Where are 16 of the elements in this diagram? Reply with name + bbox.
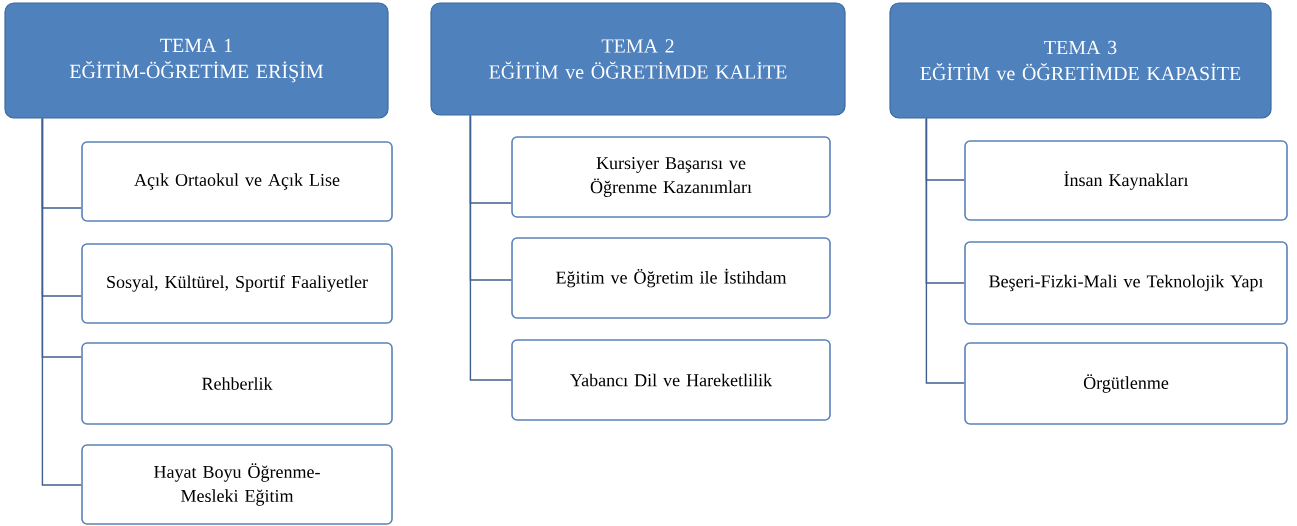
topic-box: Sosyal, Kültürel, Sportif Faaliyetler bbox=[81, 243, 393, 324]
topic-box: Yabancı Dil ve Hareketlilik bbox=[511, 339, 831, 421]
connector-line bbox=[41, 117, 82, 486]
theme-box: TEMA 1 EĞİTİM-ÖĞRETİME ERİŞİM bbox=[4, 2, 389, 119]
theme-box: TEMA 3 EĞİTİM ve ÖĞRETİMDE KAPASİTE bbox=[889, 2, 1272, 119]
topic-box: Rehberlik bbox=[81, 342, 393, 425]
topic-box: Örgütlenme bbox=[964, 342, 1288, 425]
topic-box: Kursiyer Başarısı ve Öğrenme Kazanımları bbox=[511, 136, 831, 218]
connector-line bbox=[925, 117, 965, 384]
topic-box: Beşeri-Fizki-Mali ve Teknolojik Yapı bbox=[964, 241, 1288, 325]
topic-box: Eğitim ve Öğretim ile İstihdam bbox=[511, 237, 831, 319]
theme-box: TEMA 2 EĞİTİM ve ÖĞRETİMDE KALİTE bbox=[430, 2, 846, 116]
topic-box: Açık Ortaokul ve Açık Lise bbox=[81, 141, 393, 222]
topic-box: Hayat Boyu Öğrenme-Mesleki Eğitim bbox=[81, 444, 393, 525]
connector-line bbox=[469, 114, 512, 381]
topic-box: İnsan Kaynakları bbox=[964, 140, 1288, 221]
